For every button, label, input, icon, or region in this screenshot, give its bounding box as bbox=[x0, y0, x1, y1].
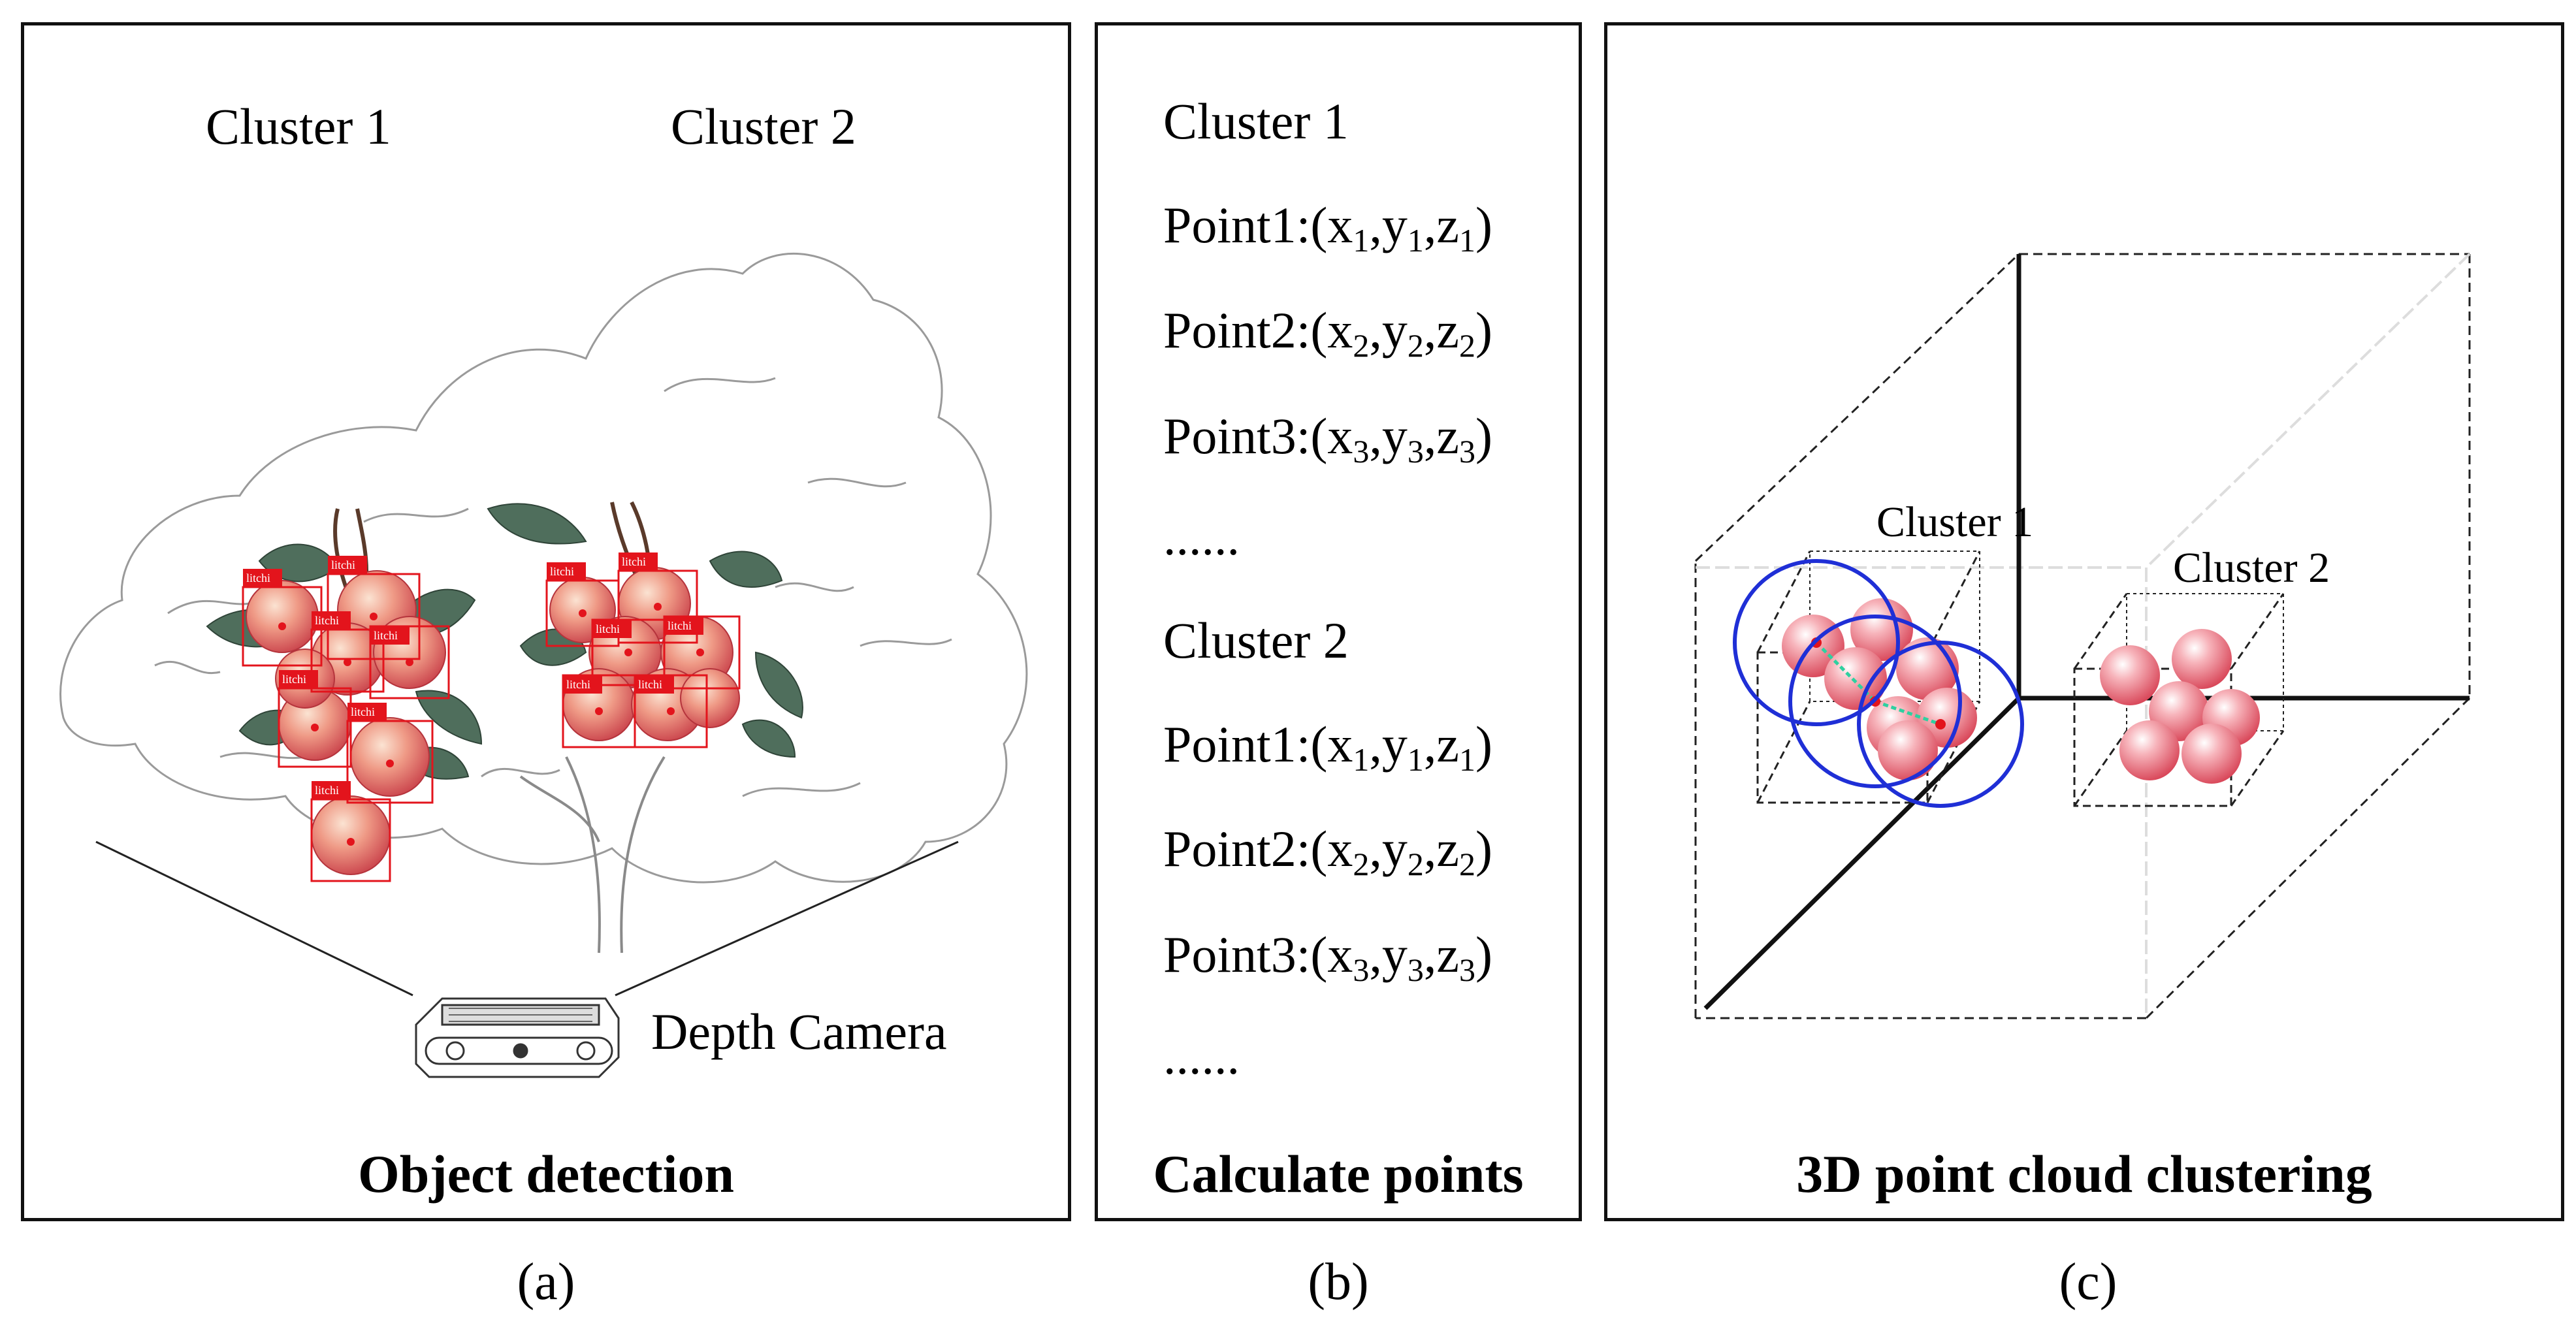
fruit-center-points bbox=[278, 603, 704, 846]
svg-text:litchi: litchi bbox=[374, 629, 398, 642]
cluster-2-3d-label: Cluster 2 bbox=[2173, 544, 2330, 592]
svg-text:litchi: litchi bbox=[282, 673, 306, 686]
panel-3d-clustering: Cluster 1 Cluster 2 3D point cloud clust… bbox=[1604, 22, 2564, 1221]
cluster-1-point-1: Point1:(x1,y1,z1) bbox=[1163, 197, 1492, 259]
cluster-1-3d-label: Cluster 1 bbox=[1876, 498, 2034, 546]
tree-canopy-outline bbox=[59, 252, 1028, 884]
panel-letter-a: (a) bbox=[517, 1253, 575, 1311]
cluster-1-title: Cluster 1 bbox=[1163, 93, 1349, 150]
svg-text:litchi: litchi bbox=[315, 614, 339, 627]
svg-text:litchi: litchi bbox=[331, 558, 355, 571]
tree-trunk bbox=[519, 756, 666, 953]
panel-object-detection: litchi litchi litchi litchi litchi litch… bbox=[21, 22, 1071, 1221]
3d-clustering-diagram bbox=[1694, 253, 2471, 1019]
svg-text:litchi: litchi bbox=[315, 784, 339, 797]
cluster-1-point-2: Point2:(x2,y2,z2) bbox=[1163, 302, 1492, 364]
cluster-1-spheres bbox=[1782, 598, 1977, 780]
detection-tags-cluster-1: litchi litchi litchi litchi litchi litch… bbox=[243, 556, 410, 799]
cluster-1-label: Cluster 1 bbox=[206, 98, 391, 155]
depth-camera-label: Depth Camera bbox=[651, 1003, 947, 1060]
depth-camera-icon bbox=[415, 997, 620, 1078]
cluster-2-point-2: Point2:(x2,y2,z2) bbox=[1163, 820, 1492, 882]
cluster-2-label: Cluster 2 bbox=[671, 98, 856, 155]
panel-letter-c: (c) bbox=[2059, 1253, 2117, 1311]
tree-illustration: litchi litchi litchi litchi litchi litch… bbox=[59, 252, 1028, 1078]
detection-tags-cluster-2: litchi litchi litchi litchi litchi litch… bbox=[547, 552, 703, 694]
panel-calculate-points: Cluster 1 Point1:(x1,y1,z1) Point2:(x2,y… bbox=[1095, 22, 1582, 1221]
svg-text:litchi: litchi bbox=[246, 571, 270, 584]
svg-text:litchi: litchi bbox=[351, 705, 375, 718]
svg-text:litchi: litchi bbox=[622, 555, 646, 568]
panel-letter-b: (b) bbox=[1308, 1253, 1369, 1311]
caption-object-detection: Object detection bbox=[357, 1144, 735, 1204]
svg-text:litchi: litchi bbox=[550, 565, 574, 578]
svg-text:litchi: litchi bbox=[596, 622, 620, 635]
cluster-1-search-circles bbox=[1733, 559, 2024, 808]
svg-text:litchi: litchi bbox=[566, 678, 590, 691]
cluster-2-point-3: Point3:(x3,y3,z3) bbox=[1163, 926, 1492, 988]
camera-view-lines bbox=[95, 841, 959, 997]
cluster-1-point-3: Point3:(x3,y3,z3) bbox=[1163, 408, 1492, 470]
caption-calculate-points: Calculate points bbox=[1153, 1144, 1524, 1204]
cluster-1-ellipsis: ...... bbox=[1163, 509, 1240, 566]
svg-text:litchi: litchi bbox=[638, 678, 662, 691]
caption-3d-clustering: 3D point cloud clustering bbox=[1796, 1144, 2372, 1204]
cluster-2-spheres bbox=[2100, 629, 2260, 784]
cluster-2-title: Cluster 2 bbox=[1163, 612, 1349, 669]
cluster-2-ellipsis: ...... bbox=[1163, 1028, 1240, 1085]
cluster-2-point-1: Point1:(x1,y1,z1) bbox=[1163, 716, 1492, 778]
svg-text:litchi: litchi bbox=[668, 619, 692, 632]
